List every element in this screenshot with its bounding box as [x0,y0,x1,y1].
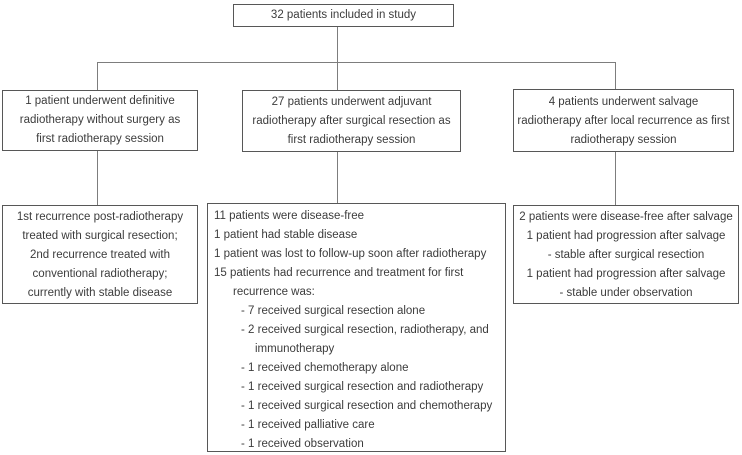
connector-drop-adjuvant [337,62,338,90]
outcome-salvage-line: 2 patients were disease-free after salva… [519,211,733,223]
outcome-adjuvant-line: 1 patient had stable disease [214,229,358,241]
branch-definitive-line: first radiotherapy session [36,133,164,145]
outcome-adjuvant-line: 15 patients had recurrence and treatment… [214,267,464,279]
outcome-adjuvant-line: - 1 received surgical resection and radi… [241,381,484,393]
branch-definitive-line: 1 patient underwent definitive [25,95,175,107]
connector-root-stem [337,26,338,63]
branch-box-salvage: 4 patients underwent salvage radiotherap… [513,89,734,152]
outcome-box-adjuvant: 11 patients were disease-free 1 patient … [207,203,506,452]
outcome-box-definitive: 1st recurrence post-radiotherapy treated… [2,205,198,304]
branch-adjuvant-line: first radiotherapy session [287,134,416,146]
connector-outcome-definitive [97,151,98,205]
branch-box-definitive: 1 patient underwent definitive radiother… [2,90,198,151]
outcome-definitive-line: 1st recurrence post-radiotherapy [16,211,184,223]
connector-branch-rail [97,62,616,63]
outcome-salvage-line: 1 patient had progression after salvage [526,268,726,280]
outcome-adjuvant-line: - 1 received observation [241,438,364,450]
outcome-definitive-line: treated with surgical resection; [22,230,178,242]
branch-adjuvant-line: radiotherapy after surgical resection as [252,115,451,127]
outcome-salvage-line: 1 patient had progression after salvage [526,230,726,242]
outcome-salvage-line: - stable under observation [559,287,693,299]
outcome-adjuvant-line: 11 patients were disease-free [214,210,365,222]
outcome-adjuvant-line: - 1 received surgical resection and chem… [241,400,493,412]
outcome-definitive-line: conventional radiotherapy; [32,268,168,280]
branch-salvage-line: radiotherapy after local recurrence as f… [517,115,730,127]
outcome-adjuvant-line: recurrence was: [233,286,315,298]
outcome-adjuvant-line: - 2 received surgical resection, radioth… [241,324,489,336]
outcome-adjuvant-line: - 7 received surgical resection alone [241,305,426,317]
outcome-adjuvant-line: - 1 received palliative care [241,419,375,431]
branch-definitive-line: radiotherapy without surgery as [19,114,181,126]
branch-salvage-line: radiotherapy session [570,134,677,146]
outcome-adjuvant-line: 1 patient was lost to follow-up soon aft… [214,248,487,260]
connector-drop-salvage [615,62,616,89]
branch-box-adjuvant: 27 patients underwent adjuvant radiother… [242,90,461,152]
connector-outcome-adjuvant [337,152,338,203]
outcome-box-salvage: 2 patients were disease-free after salva… [513,205,739,304]
outcome-definitive-line: 2nd recurrence treated with [30,249,170,261]
connector-outcome-salvage [615,152,616,205]
connector-drop-definitive [97,62,98,90]
root-box-text: 32 patients included in study [270,9,417,21]
outcome-definitive-line: currently with stable disease [27,287,173,299]
outcome-salvage-line: - stable after surgical resection [547,249,705,261]
branch-adjuvant-line: 27 patients underwent adjuvant [271,96,432,108]
root-box: 32 patients included in study [233,4,454,27]
outcome-adjuvant-line: immunotherapy [255,343,335,355]
outcome-adjuvant-line: - 1 received chemotherapy alone [241,362,409,374]
branch-salvage-line: 4 patients underwent salvage [548,96,699,108]
